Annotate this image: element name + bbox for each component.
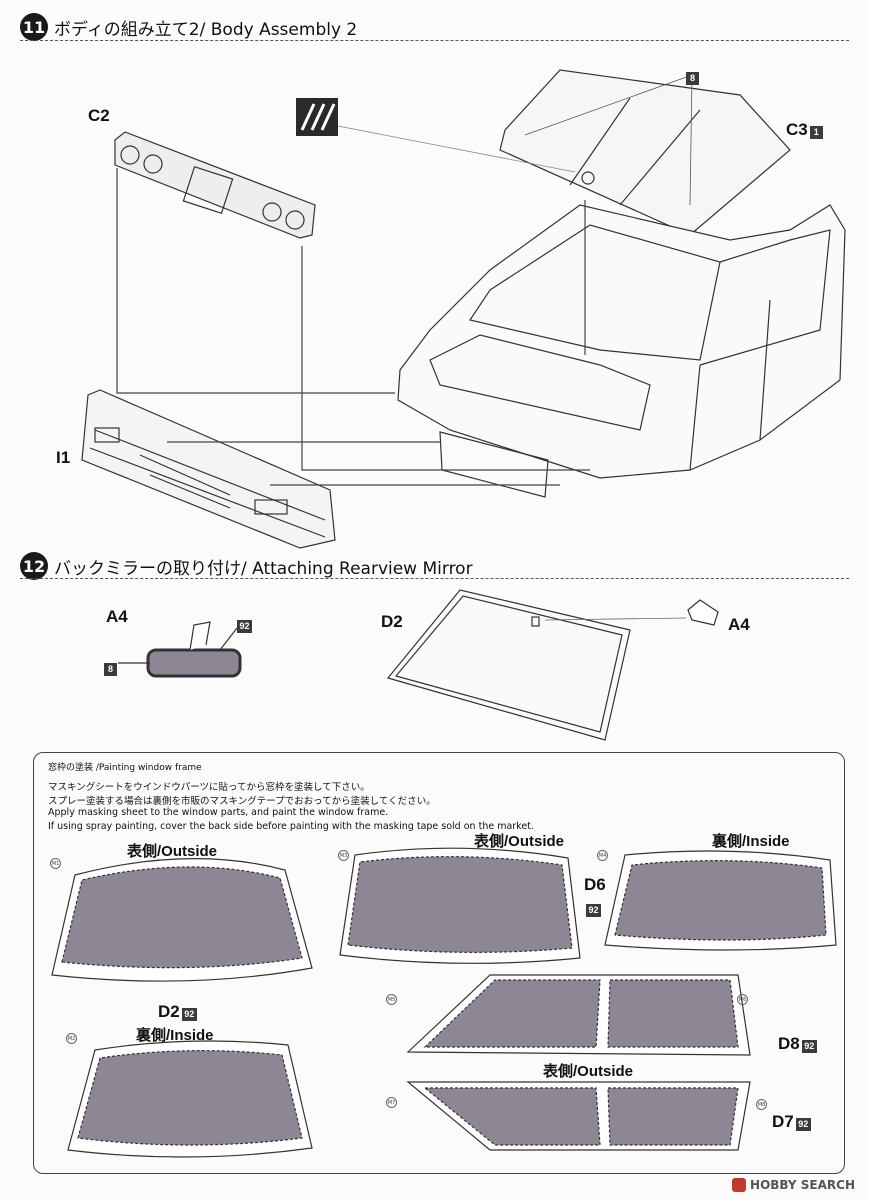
window-label-d6: D6 xyxy=(584,875,606,894)
windshield-d2 xyxy=(386,589,631,741)
step-12-title: バックミラーの取り付け/ Attaching Rearview Mirror xyxy=(54,558,473,579)
color-code-8-mirror: 8 xyxy=(104,662,117,676)
part-label-a4-right: A4 xyxy=(728,615,750,634)
color-code-d7: 92 xyxy=(795,1117,811,1131)
mirror-mount-a4 xyxy=(687,599,719,626)
label-inside-m4: 裏側/Inside xyxy=(712,833,790,850)
painting-note-line-2: スプレー塗装する場合は裏側を市販のマスキングテープでおおってから塗装してください… xyxy=(48,796,436,807)
label-outside-m7: 表側/Outside xyxy=(543,1063,634,1080)
color-code-d2: 92 xyxy=(181,1007,197,1021)
color-code-c3: 1 xyxy=(809,125,823,139)
watermark: HOBBY SEARCH xyxy=(732,1178,855,1192)
tag-m7: M7 xyxy=(386,1097,397,1108)
mirror-diagram xyxy=(118,589,719,741)
painting-note-line-1: マスキングシートをウインドウパーツに貼ってから窓枠を塗装して下さい。 xyxy=(48,782,370,793)
window-label-d7-text: D7 xyxy=(772,1112,794,1131)
label-outside-m1: 表側/Outside xyxy=(127,843,218,860)
painting-note-heading: 窓枠の塗装 /Painting window frame xyxy=(48,763,202,773)
step-number-11: 11 xyxy=(20,13,48,41)
color-code-8: 8 xyxy=(686,71,699,85)
window-label-d8-text: D8 xyxy=(778,1034,800,1053)
watermark-text: HOBBY SEARCH xyxy=(750,1178,855,1192)
part-label-c2: C2 xyxy=(88,106,110,125)
label-inside-m2: 裏側/Inside xyxy=(136,1027,214,1044)
tag-m2: M2 xyxy=(66,1033,77,1044)
color-code-92: 92 xyxy=(237,619,252,633)
grille-part-c2 xyxy=(114,131,316,239)
tag-m3: M3 xyxy=(338,850,349,861)
bumper-part-i1 xyxy=(81,389,336,549)
tag-m6: M6 xyxy=(737,994,748,1005)
window-label-d2-text: D2 xyxy=(158,1002,180,1021)
tag-m4: M4 xyxy=(597,850,608,861)
painting-note-panel xyxy=(33,752,845,1174)
step-12-header: 12 バックミラーの取り付け/ Attaching Rearview Mirro… xyxy=(20,552,473,580)
color-code-d8: 92 xyxy=(801,1039,817,1053)
step-12-rule xyxy=(20,578,849,579)
hood-color-code: 8 xyxy=(686,66,699,85)
tag-m1: M1 xyxy=(50,858,61,869)
hobby-search-logo-icon xyxy=(732,1178,747,1192)
color-code-d6: 92 xyxy=(586,903,601,917)
body-assembly-diagram xyxy=(81,69,846,549)
mirror-color-8: 8 xyxy=(104,657,117,676)
part-label-c3-text: C3 xyxy=(786,120,808,139)
part-label-i1: I1 xyxy=(56,448,71,467)
d6-color: 92 xyxy=(586,898,601,917)
painting-note-line-3: Apply masking sheet to the window parts,… xyxy=(48,807,389,818)
painting-note-line-4: If using spray painting, cover the back … xyxy=(48,821,534,832)
tag-m5: M5 xyxy=(386,994,397,1005)
part-label-d2: D2 xyxy=(381,612,403,631)
step-11-header: 11 ボディの組み立て2/ Body Assembly 2 xyxy=(20,13,357,41)
hood-part-c3 xyxy=(499,69,791,236)
label-outside-m3: 表側/Outside xyxy=(474,833,565,850)
step-number-12: 12 xyxy=(20,552,48,580)
tag-m8: M8 xyxy=(756,1099,767,1110)
step-11-title: ボディの組み立て2/ Body Assembly 2 xyxy=(54,19,358,40)
car-body xyxy=(397,204,846,479)
step-11-rule xyxy=(20,40,849,41)
mirror-color-92: 92 xyxy=(237,614,252,633)
part-label-a4-left: A4 xyxy=(106,607,128,626)
